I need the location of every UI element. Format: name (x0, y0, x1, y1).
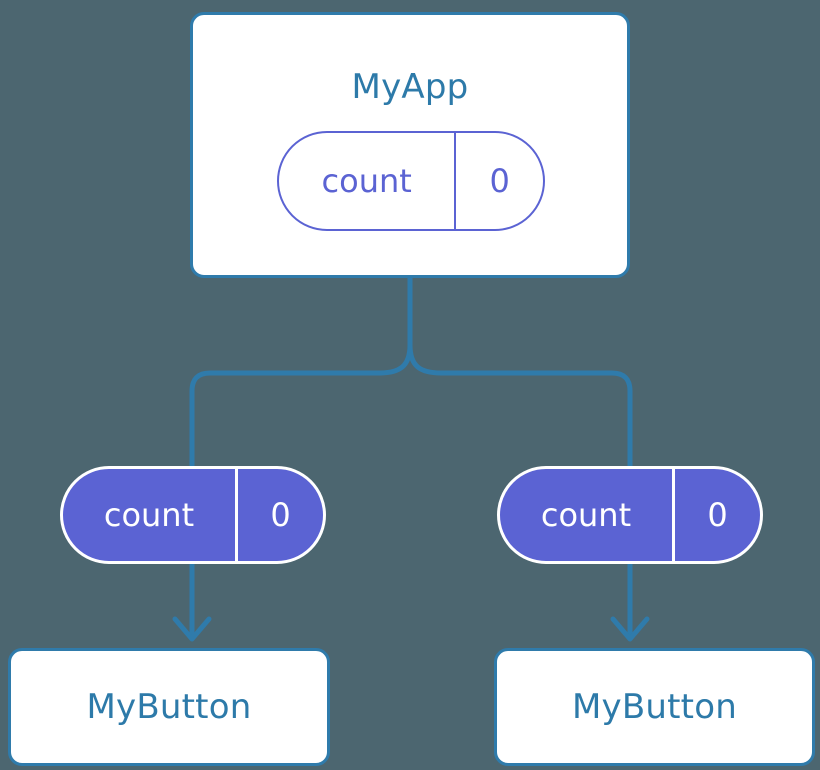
connector-junction-fillet-left (378, 344, 413, 376)
branch-left-state-pill[interactable]: count 0 (60, 466, 326, 564)
branch-right-state-pill[interactable]: count 0 (497, 466, 763, 564)
connector-junction-fillet-right (407, 344, 442, 376)
branch-left-state-key: count (103, 496, 195, 534)
branch-left-state-value: 0 (234, 469, 323, 561)
connector-junction-to-left-pill (189, 370, 379, 470)
arrowhead-right-icon (610, 616, 650, 642)
root-component-title: MyApp (351, 67, 469, 107)
branch-right-state-key: count (540, 496, 632, 534)
leaf-component-left-title: MyButton (86, 687, 252, 727)
connector-junction-to-right-pill (441, 370, 633, 470)
branch-right-state-value: 0 (671, 469, 760, 561)
leaf-component-left-card[interactable]: MyButton (8, 648, 330, 766)
root-state-value: 0 (454, 133, 543, 229)
leaf-component-right-card[interactable]: MyButton (494, 648, 815, 766)
arrowhead-left-icon (172, 616, 212, 642)
root-state-pill[interactable]: count 0 (277, 131, 545, 231)
root-state-key: count (321, 162, 412, 200)
leaf-component-right-title: MyButton (572, 687, 737, 727)
root-component-card[interactable]: MyApp (190, 12, 630, 278)
